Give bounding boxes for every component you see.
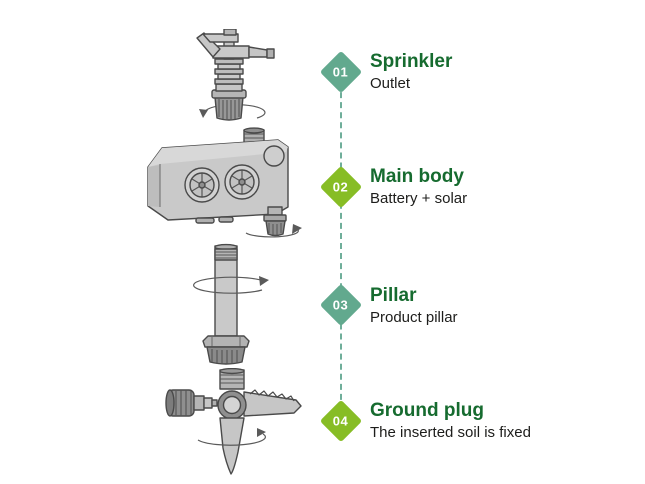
sprinkler-outlet-icon [196, 29, 275, 121]
main-body-icon [147, 127, 302, 238]
step-03-label: Pillar Product pillar [370, 285, 620, 328]
pillar-icon [193, 243, 269, 365]
sprinkler-illustration [183, 29, 277, 131]
step-01-diamond: 01 [319, 50, 363, 94]
step-02-number: 02 [333, 179, 349, 195]
step-04-label: Ground plug The inserted soil is fixed [370, 400, 620, 443]
main-body-illustration [140, 127, 310, 241]
step-01-number: 01 [333, 64, 349, 80]
step-01-label: Sprinkler Outlet [370, 51, 620, 94]
ground-plug-icon [165, 368, 302, 475]
step-03-subtitle: Product pillar [370, 309, 458, 326]
step-03-diamond: 03 [319, 283, 363, 327]
step-04-diamond: 04 [319, 399, 363, 443]
ground-plug-illustration [160, 368, 308, 480]
pillar-illustration [174, 243, 290, 365]
step-01-subtitle: Outlet [370, 75, 411, 92]
step-02-subtitle: Battery + solar [370, 190, 468, 207]
step-03-title: Pillar [370, 285, 417, 306]
step-03-number: 03 [333, 297, 349, 313]
step-02-title: Main body [370, 166, 464, 187]
step-04-number: 04 [333, 413, 349, 429]
step-02-diamond: 02 [319, 165, 363, 209]
timeline-dashed-line [340, 72, 342, 420]
step-04-subtitle: The inserted soil is fixed [370, 424, 531, 441]
step-02-label: Main body Battery + solar [370, 166, 620, 209]
step-04-title: Ground plug [370, 400, 484, 421]
step-01-title: Sprinkler [370, 51, 453, 72]
